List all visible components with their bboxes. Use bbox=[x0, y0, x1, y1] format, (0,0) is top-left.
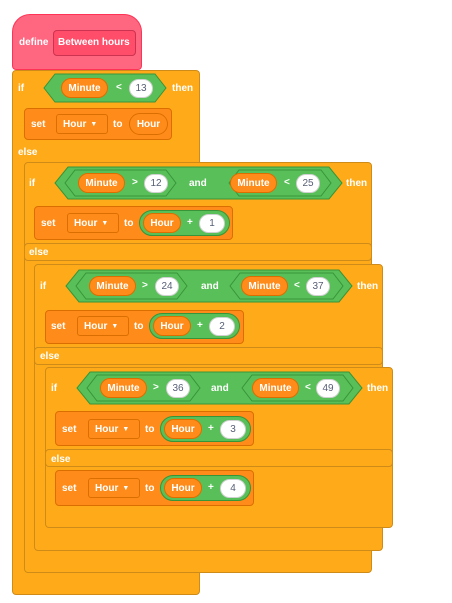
then-keyword: then bbox=[357, 281, 379, 292]
to-keyword: to bbox=[134, 321, 144, 332]
if-keyword: if bbox=[51, 383, 58, 394]
chevron-down-icon: ▼ bbox=[122, 425, 130, 433]
else-keyword-label: else bbox=[29, 247, 49, 258]
variable-dropdown[interactable]: Hour ▼ bbox=[88, 419, 140, 439]
variable-dropdown[interactable]: Hour ▼ bbox=[56, 114, 108, 134]
define-keyword: define bbox=[19, 37, 49, 48]
procedure-name: Between hours bbox=[58, 37, 130, 48]
plus-symbol: + bbox=[197, 320, 203, 331]
if-keyword: if bbox=[29, 178, 36, 189]
variable-dropdown[interactable]: Hour ▼ bbox=[67, 213, 119, 233]
if-keyword: if bbox=[18, 83, 25, 94]
operator-symbol: < bbox=[284, 177, 290, 188]
else-keyword: else bbox=[18, 147, 38, 158]
operator-symbol: < bbox=[294, 280, 300, 291]
hour-reporter[interactable]: Hour bbox=[143, 213, 181, 233]
number-input[interactable]: 3 bbox=[220, 420, 246, 439]
to-keyword: to bbox=[145, 483, 155, 494]
number-input[interactable]: 2 bbox=[209, 317, 235, 336]
minute-reporter[interactable]: Minute bbox=[89, 276, 136, 296]
to-keyword: to bbox=[145, 424, 155, 435]
if-keyword: if bbox=[40, 281, 47, 292]
else-bar-4 bbox=[45, 449, 393, 467]
set-keyword: set bbox=[51, 321, 66, 332]
hour-reporter[interactable]: Hour bbox=[153, 316, 191, 336]
number-input[interactable]: 36 bbox=[166, 379, 190, 398]
operator-symbol: > bbox=[153, 382, 159, 393]
operator-symbol: < bbox=[116, 82, 122, 93]
chevron-down-icon: ▼ bbox=[101, 219, 109, 227]
operator-symbol: > bbox=[142, 280, 148, 291]
hour-reporter[interactable]: Hour bbox=[129, 113, 168, 135]
procedure-name-block bbox=[53, 30, 136, 56]
hour-reporter[interactable]: Hour bbox=[164, 478, 202, 498]
else-keyword: else bbox=[51, 454, 71, 465]
then-keyword: then bbox=[172, 83, 194, 94]
minute-reporter[interactable]: Minute bbox=[100, 378, 147, 398]
and-keyword: and bbox=[211, 383, 229, 394]
plus-symbol: + bbox=[208, 423, 214, 434]
to-keyword: to bbox=[124, 218, 134, 229]
number-input[interactable]: 4 bbox=[220, 479, 246, 498]
set-keyword: set bbox=[62, 424, 77, 435]
set-keyword: set bbox=[41, 218, 56, 229]
set-keyword: set bbox=[31, 119, 46, 130]
set-keyword: set bbox=[62, 483, 77, 494]
else-bar-3 bbox=[34, 347, 383, 365]
hour-reporter[interactable]: Hour bbox=[164, 419, 202, 439]
plus-symbol: + bbox=[187, 217, 193, 228]
chevron-down-icon: ▼ bbox=[111, 322, 119, 330]
chevron-down-icon: ▼ bbox=[90, 120, 98, 128]
and-keyword: and bbox=[201, 281, 219, 292]
and-keyword: and bbox=[189, 178, 207, 189]
variable-dropdown[interactable]: Hour ▼ bbox=[88, 478, 140, 498]
minute-reporter[interactable]: Minute bbox=[230, 173, 277, 193]
minute-reporter[interactable]: Minute bbox=[241, 276, 288, 296]
number-input[interactable]: 12 bbox=[144, 174, 168, 193]
else-keyword: else bbox=[40, 351, 60, 362]
to-keyword: to bbox=[113, 119, 123, 130]
operator-symbol: > bbox=[132, 177, 138, 188]
number-input[interactable]: 1 bbox=[199, 214, 225, 233]
minute-reporter[interactable]: Minute bbox=[252, 378, 299, 398]
minute-label: Minute bbox=[68, 82, 101, 94]
operator-symbol: < bbox=[305, 382, 311, 393]
plus-symbol: + bbox=[208, 482, 214, 493]
number-input[interactable]: 37 bbox=[306, 277, 330, 296]
then-keyword: then bbox=[367, 383, 389, 394]
number-input[interactable]: 25 bbox=[296, 174, 320, 193]
number-input[interactable]: 13 bbox=[129, 79, 153, 98]
else-bar-2 bbox=[24, 243, 372, 261]
number-input[interactable]: 24 bbox=[155, 277, 179, 296]
then-keyword: then bbox=[346, 178, 368, 189]
number-input[interactable]: 49 bbox=[316, 379, 340, 398]
variable-dropdown[interactable]: Hour ▼ bbox=[77, 316, 129, 336]
minute-reporter[interactable]: Minute bbox=[78, 173, 125, 193]
chevron-down-icon: ▼ bbox=[122, 484, 130, 492]
minute-reporter[interactable]: Minute bbox=[61, 78, 108, 98]
